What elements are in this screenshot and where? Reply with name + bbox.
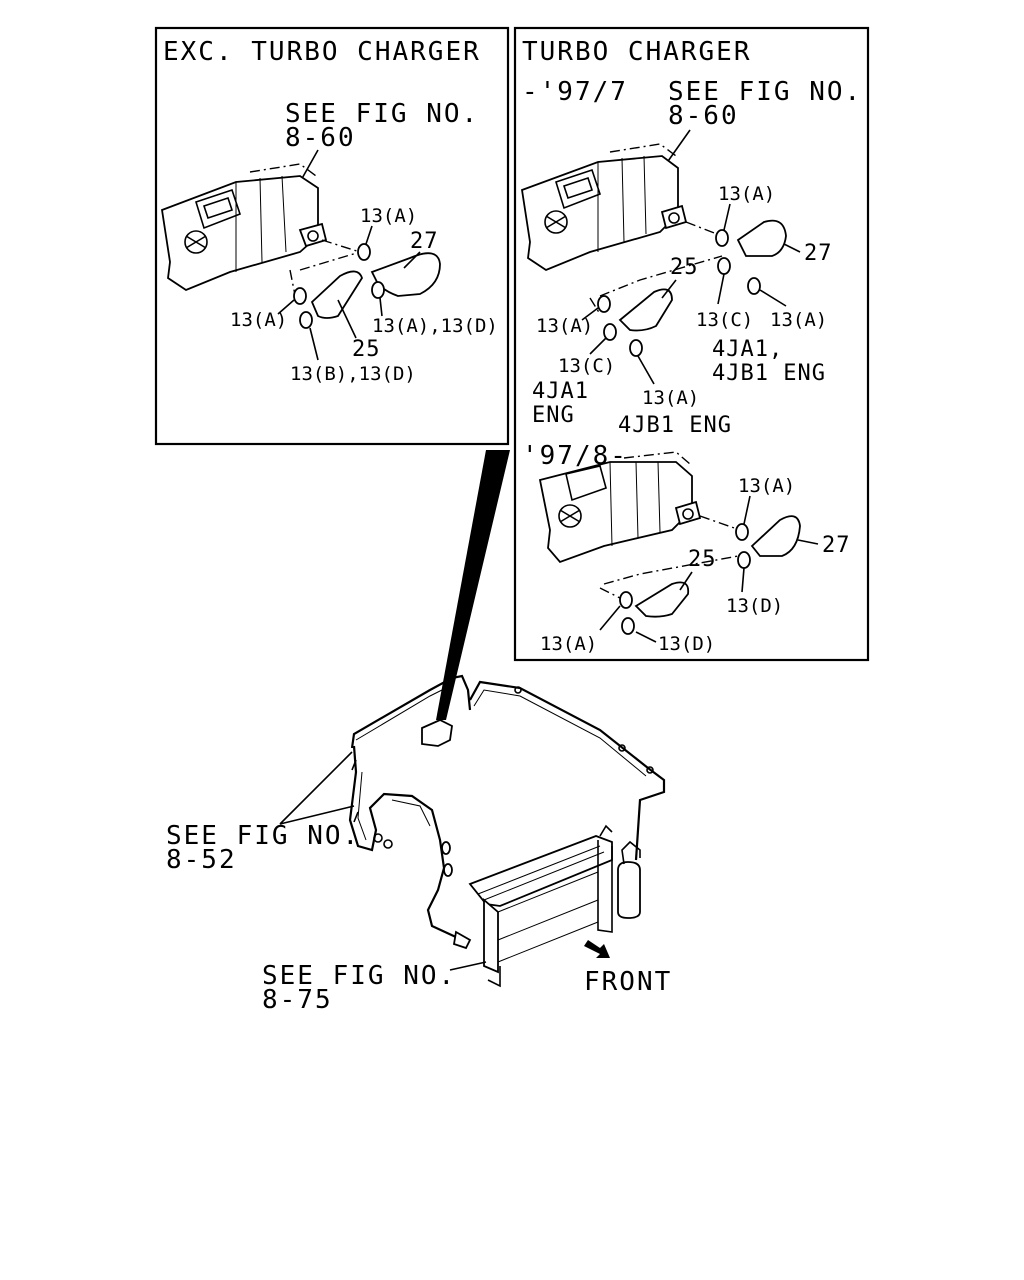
eng-bottom: 4JB1 ENG: [618, 413, 732, 438]
hose-27-left: [370, 252, 441, 297]
eng-left-1: 4JA1: [532, 379, 589, 404]
callout-wedge: [436, 450, 510, 720]
hose-27-lower: [750, 515, 801, 557]
pipe-upper: [350, 674, 472, 749]
panel-right-title: TURBO CHARGER: [522, 37, 752, 67]
clamp-13c-icon: [603, 323, 617, 341]
label-13a-left-lower: 13(A): [540, 633, 597, 655]
label-13a-top: 13(A): [360, 205, 417, 227]
see-fig-875-label: SEE FIG NO.: [262, 961, 456, 991]
label-13a-top-lower: 13(A): [738, 475, 795, 497]
leader-line: [279, 751, 355, 825]
label-13c-left: 13(C): [558, 355, 615, 377]
clamp-13a-icon: [357, 243, 371, 261]
clamp-13a-icon: [619, 591, 633, 609]
clamp-13d-icon: [737, 551, 751, 569]
clamp-13a-icon: [629, 339, 643, 357]
heater-unit-right-upper: [520, 143, 688, 272]
label-13a-bottom: 13(A): [642, 387, 699, 409]
label-27-lower: 27: [822, 533, 851, 558]
label-13a-right: 13(A): [770, 309, 827, 331]
see-fig-number: 8-60: [668, 101, 739, 131]
label-13c-right: 13(C): [696, 309, 753, 331]
receiver-drier-icon: [617, 861, 641, 919]
heater-unit-right-lower: [538, 451, 702, 564]
clamp-13d-icon: [621, 617, 635, 635]
clamp-13b-icon: [299, 311, 313, 329]
clamp-13a-icon: [371, 281, 385, 299]
panel-exc-turbo: EXC. TURBO CHARGER SEE FIG NO. 8-60 13(A…: [154, 26, 510, 446]
clamp-13a-icon: [735, 523, 749, 541]
label-27: 27: [804, 241, 833, 266]
pipe-left-loop: [348, 745, 459, 939]
condenser: [468, 824, 613, 988]
see-fig-875-number: 8-75: [262, 985, 333, 1015]
label-13d-right: 13(D): [726, 595, 783, 617]
see-fig-852-label: SEE FIG NO.: [166, 821, 360, 851]
leader-line: [299, 149, 319, 183]
label-13a-13d: 13(A),13(D): [372, 315, 498, 337]
clamp-13a-icon: [715, 229, 729, 247]
label-25: 25: [352, 337, 381, 362]
main-assembly: FRONT SEE FIG NO. 8-52 SEE FIG NO. 8-75: [166, 674, 672, 1015]
panel-turbo: TURBO CHARGER -'97/7 SEE FIG NO. 8-60 13…: [513, 26, 870, 662]
see-fig-number: 8-60: [285, 123, 356, 153]
eng-right-2: 4JB1 ENG: [712, 361, 826, 386]
front-arrow-icon: [584, 940, 610, 958]
fitting-icon: [421, 719, 453, 747]
front-label: FRONT: [584, 967, 672, 997]
see-fig-label: SEE FIG NO.: [668, 77, 862, 107]
hose-25-left: [310, 270, 363, 319]
hose-25-lower: [634, 581, 690, 618]
see-fig-852-number: 8-52: [166, 845, 237, 875]
eng-left-2: ENG: [532, 403, 575, 428]
clamp-13a-icon: [597, 295, 611, 313]
label-13b-13d: 13(B),13(D): [290, 363, 416, 385]
label-27: 27: [410, 229, 439, 254]
period-label-1: -'97/7: [522, 77, 628, 107]
clamp-13a-icon: [293, 287, 307, 305]
panel-right-frame: [513, 26, 870, 662]
label-13d-left-lower: 13(D): [658, 633, 715, 655]
leader-line: [449, 961, 487, 971]
hose-25-right: [618, 288, 673, 332]
panel-left-title: EXC. TURBO CHARGER: [163, 37, 481, 67]
label-25-lower: 25: [688, 547, 717, 572]
eng-right-1: 4JA1,: [712, 337, 783, 362]
hose-27-right: [736, 219, 787, 257]
heater-unit-left: [160, 163, 328, 292]
clamp-13a-icon: [747, 277, 761, 295]
label-13a-left: 13(A): [230, 309, 287, 331]
panel-left-frame: [154, 26, 510, 446]
see-fig-label: SEE FIG NO.: [285, 99, 479, 129]
pipe-right: [469, 680, 666, 861]
label-13a-left: 13(A): [536, 315, 593, 337]
clamp-13c-icon: [717, 257, 731, 275]
label-25: 25: [670, 255, 699, 280]
label-13a-top: 13(A): [718, 183, 775, 205]
